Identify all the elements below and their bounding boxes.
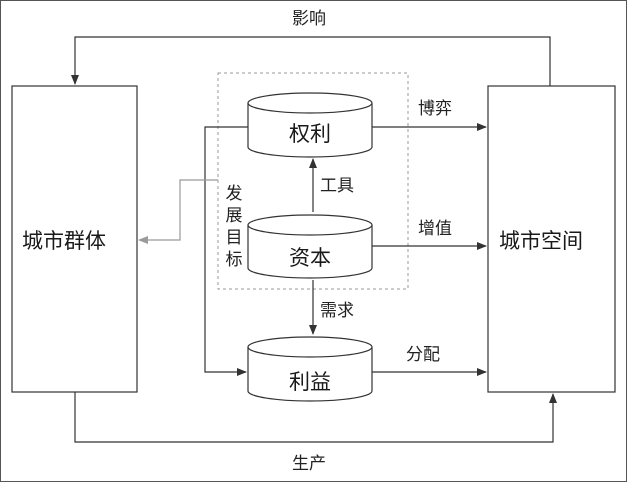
influence-label: 影响 bbox=[292, 9, 326, 29]
influence-arrow bbox=[71, 36, 551, 86]
production-label: 生产 bbox=[292, 454, 326, 474]
tool-label: 工具 bbox=[320, 176, 354, 196]
demand-label: 需求 bbox=[320, 301, 354, 321]
power-cylinder bbox=[247, 92, 373, 158]
city-group-box bbox=[11, 85, 138, 393]
interest-cylinder bbox=[247, 336, 373, 402]
value-added-label: 增值 bbox=[418, 219, 452, 239]
game-label: 博弈 bbox=[418, 99, 452, 119]
power-to-interest-arrow bbox=[204, 126, 248, 376]
development-goal-arrow bbox=[138, 179, 218, 244]
development-goal-label: 发展目标 bbox=[225, 184, 243, 270]
interest-label: 利益 bbox=[289, 370, 331, 394]
city-group-label: 城市群体 bbox=[22, 229, 106, 253]
capital-label: 资本 bbox=[289, 246, 331, 270]
distribution-label: 分配 bbox=[406, 345, 440, 365]
capital-cylinder bbox=[247, 214, 373, 279]
city-space-box bbox=[487, 85, 616, 393]
production-arrow bbox=[74, 392, 557, 443]
power-label: 权利 bbox=[289, 122, 331, 146]
city-space-label: 城市空间 bbox=[499, 229, 583, 253]
